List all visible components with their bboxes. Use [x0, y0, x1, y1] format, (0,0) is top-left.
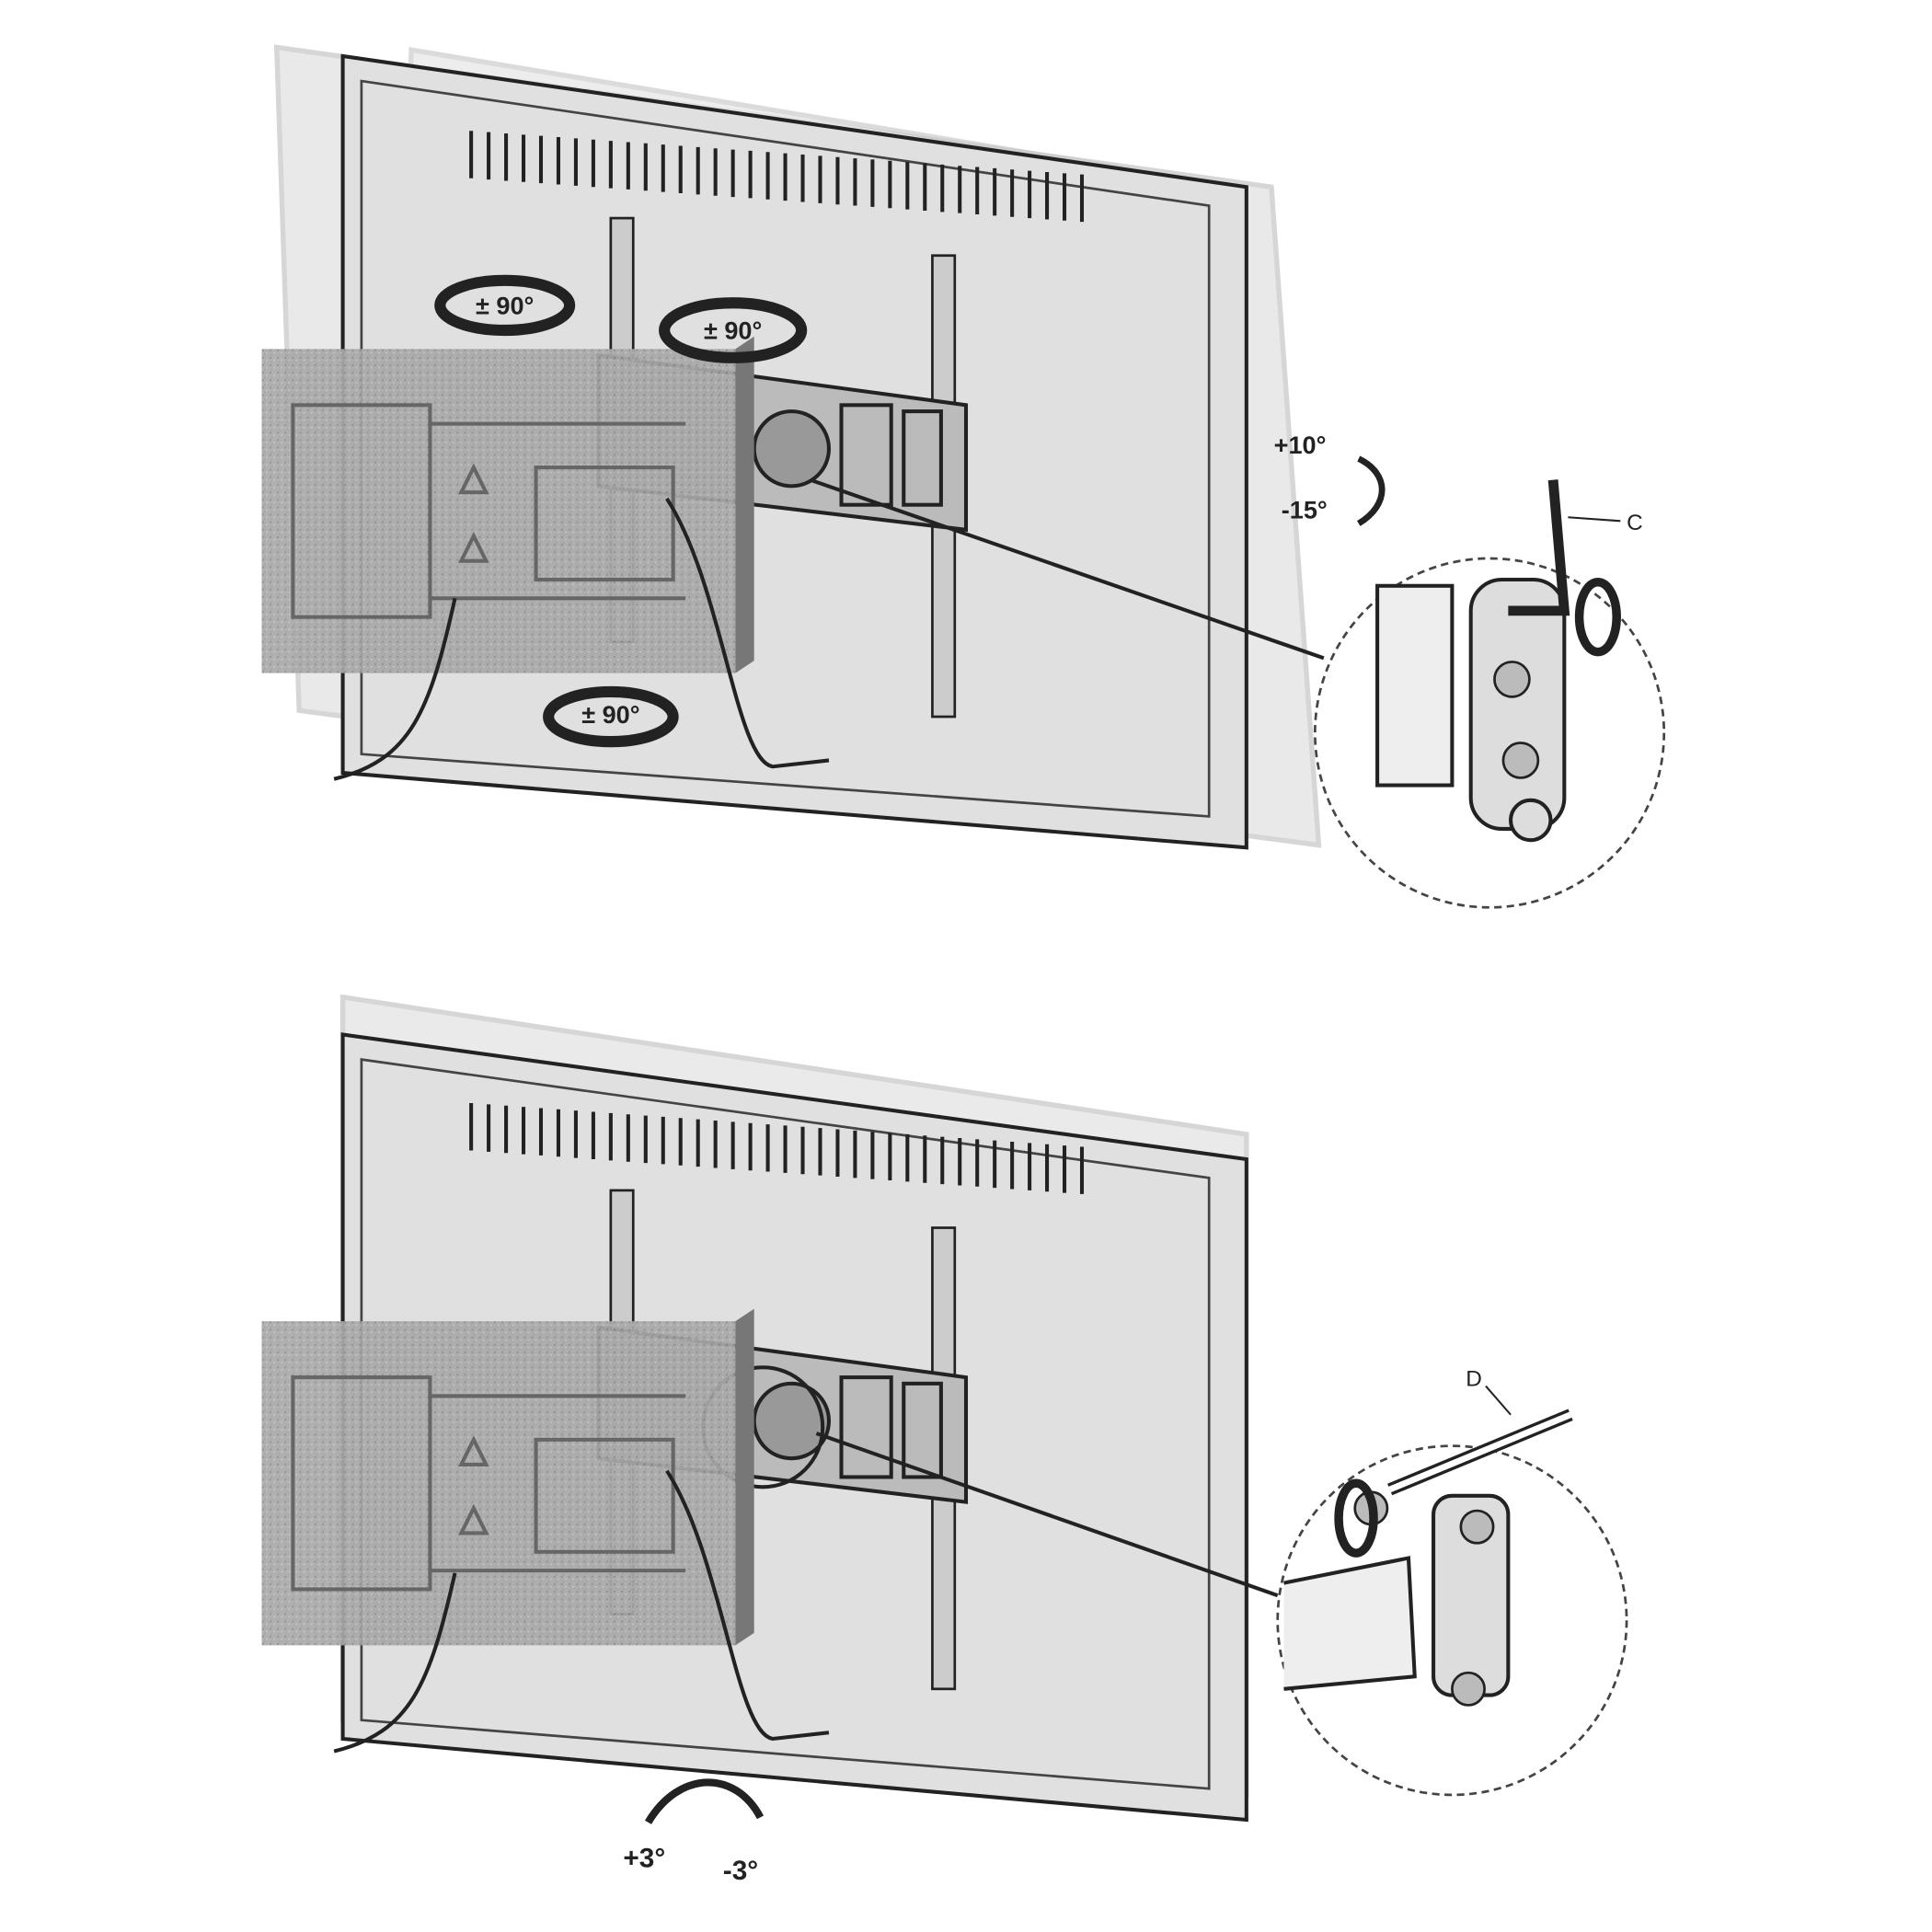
swivel-arrow: ± 90° — [434, 274, 576, 337]
part-label-d: D — [1466, 1367, 1482, 1392]
wall-arm-block — [262, 337, 754, 673]
swivel-arrow: ± 90° — [659, 297, 808, 363]
level-arrow-icon — [645, 1778, 765, 1824]
part-label-c: C — [1627, 511, 1643, 535]
level-plus-label: +3° — [623, 1844, 665, 1874]
cable — [665, 1469, 830, 1742]
tilt-arrow-icon — [1356, 455, 1386, 526]
cable — [333, 1572, 457, 1754]
tilt-up-label: +10° — [1274, 431, 1327, 459]
cable — [333, 597, 457, 781]
bottom-panel: D +3° -3° — [262, 994, 1628, 1886]
hex-key-icon — [1508, 479, 1570, 616]
swivel-label: ± 90° — [704, 316, 762, 345]
wall-arm-block — [262, 1309, 754, 1646]
swivel-label: ± 90° — [581, 700, 639, 729]
callout-line — [809, 477, 1325, 661]
callout-line — [815, 1432, 1279, 1598]
top-panel: ± 90° ± 90° ± 90° +10° -15° C — [262, 44, 1666, 909]
swivel-label: ± 90° — [476, 291, 534, 319]
cable — [665, 497, 830, 769]
tilt-down-label: -15° — [1282, 496, 1328, 524]
level-minus-label: -3° — [723, 1856, 758, 1886]
swivel-arrow: ± 90° — [543, 685, 679, 748]
detail-magnifier-d — [1276, 1409, 1628, 1797]
detail-magnifier-c — [1314, 479, 1666, 909]
